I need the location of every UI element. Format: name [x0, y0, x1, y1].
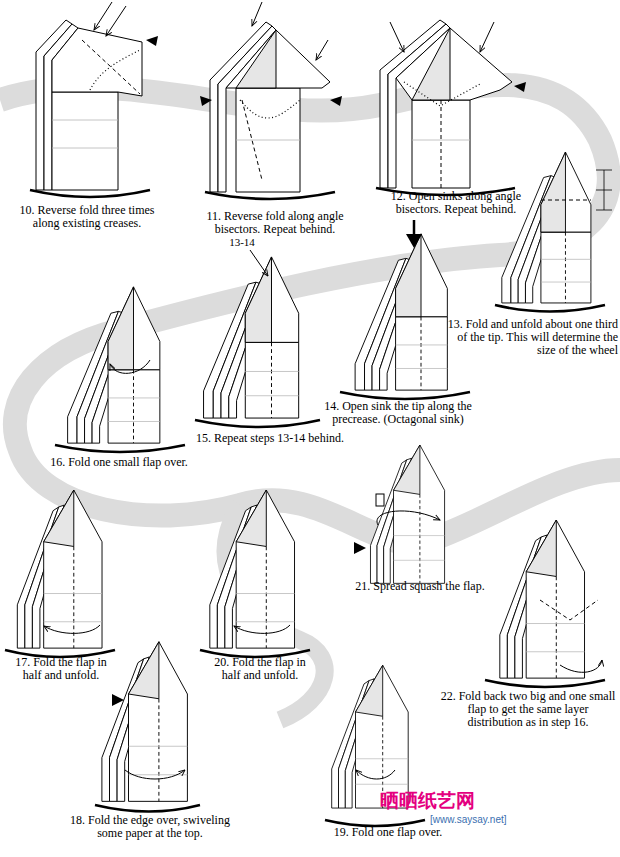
step-caption: 22. Fold back two big and one small flap… — [440, 690, 616, 729]
callout-number: 13-14 — [222, 236, 262, 249]
step-figure — [340, 220, 470, 399]
step-figure — [30, 2, 158, 197]
step-caption: 12. Open sinks along angle bisectors. Re… — [376, 190, 536, 216]
step-caption: 17. Fold the flap in half and unfold. — [6, 656, 116, 682]
step-caption: 19. Fold one flap over. — [318, 826, 458, 839]
watermark: 晒晒纸艺网 — [380, 790, 540, 811]
step-caption: 15. Repeat steps 13-14 behind. — [190, 432, 350, 445]
step-figure — [200, 490, 310, 657]
background-swoosh — [0, 85, 620, 543]
step-figure — [95, 642, 200, 812]
step-figure — [5, 490, 115, 657]
step-caption: 11. Reverse fold along angle bisectors. … — [200, 210, 350, 236]
watermark-url: [www.saysay.net] — [430, 814, 550, 826]
step-caption: 10. Reverse fold three times along exist… — [14, 204, 160, 230]
step-caption: 14. Open sink the tip along the precreas… — [318, 400, 478, 426]
step-figure — [200, 2, 342, 199]
step-caption: 18. Fold the edge over, swiveling some p… — [60, 814, 240, 840]
step-caption: 13. Fold and unfold about one third of t… — [446, 318, 618, 357]
step-figure — [485, 520, 605, 687]
step-figure — [195, 250, 320, 427]
step-caption: 20. Fold the flap in half and unfold. — [210, 656, 310, 682]
step-figure — [495, 152, 612, 311]
step-figure — [354, 445, 445, 583]
step-figure — [55, 287, 185, 452]
step-figure — [376, 20, 526, 195]
step-caption: 21. Spread squash the flap. — [350, 580, 490, 593]
step-caption: 16. Fold one small flap over. — [44, 456, 194, 469]
